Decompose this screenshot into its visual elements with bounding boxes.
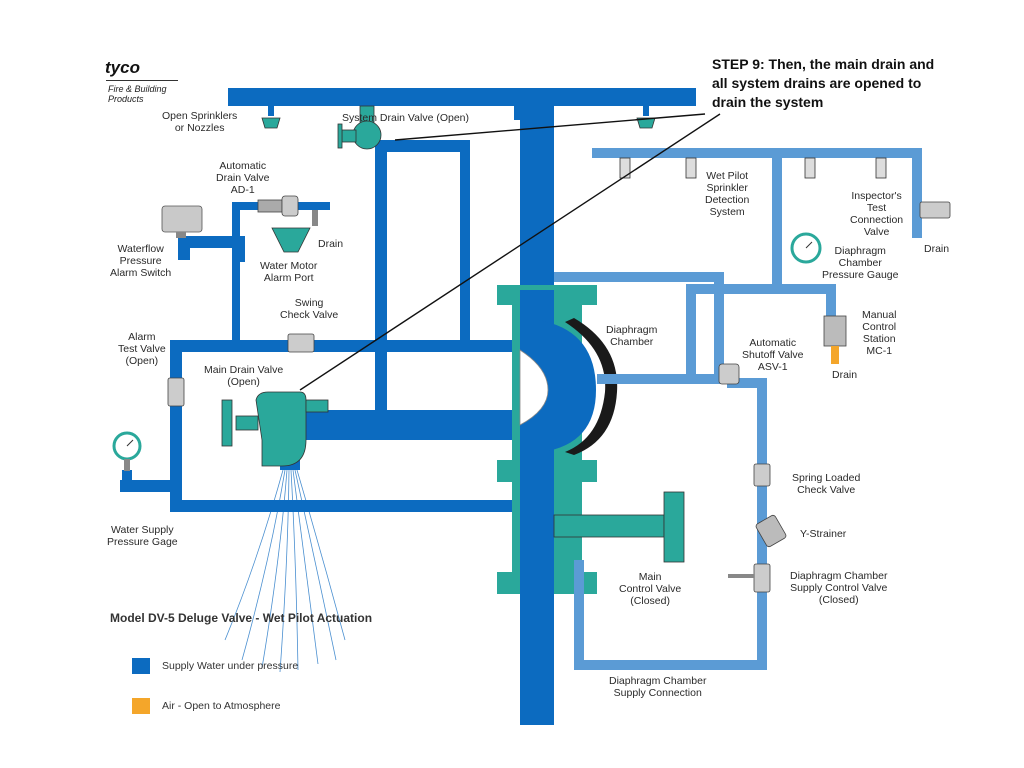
- legend-swatch-air: [132, 698, 150, 714]
- label-main-drain-valve: Main Drain Valve (Open): [204, 364, 284, 388]
- automatic-drain-valve-icon: [257, 195, 318, 226]
- pressure-switch-icon: [161, 205, 203, 238]
- label-manual-control-station: Manual Control Station MC-1: [862, 309, 897, 357]
- pressure-gage-icon: [112, 431, 142, 471]
- main-control-valve-icon: [553, 491, 685, 563]
- label-automatic-drain-valve: Automatic Drain Valve AD-1: [216, 160, 270, 196]
- auto-shutoff-valve-icon: [718, 363, 740, 385]
- label-diaphragm-gauge: Diaphragm Chamber Pressure Gauge: [822, 245, 899, 281]
- label-waterflow-switch: Waterflow Pressure Alarm Switch: [110, 243, 172, 279]
- drain-spray: [224, 469, 346, 673]
- y-strainer-icon: [755, 514, 787, 548]
- legend-label-air: Air - Open to Atmosphere: [162, 700, 281, 712]
- sprinkler-header-pipe: [228, 88, 696, 106]
- diagram-title: Model DV-5 Deluge Valve - Wet Pilot Actu…: [110, 611, 373, 625]
- open-sprinkler-icon: [261, 106, 281, 129]
- inspectors-test-valve-icon: [919, 201, 951, 219]
- supply-control-valve-icon: [728, 563, 771, 593]
- manual-control-station-icon: [823, 315, 847, 364]
- system-drain-valve-icon: [337, 105, 382, 150]
- label-supply-control-valve: Diaphragm Chamber Supply Control Valve (…: [790, 570, 888, 606]
- label-auto-shutoff-valve: Automatic Shutoff Valve ASV-1: [742, 337, 804, 373]
- label-drain-ad1: Drain: [318, 238, 344, 250]
- label-drain-inspector: Drain: [924, 243, 950, 255]
- main-drain-pipe: [280, 410, 520, 470]
- label-water-supply-gage: Water Supply Pressure Gage: [107, 524, 178, 548]
- brand-tagline: Fire & Building Products: [108, 84, 167, 104]
- step-pointer-lines: [299, 113, 721, 391]
- label-water-motor-port: Water Motor Alarm Port: [260, 260, 318, 284]
- label-swing-check-valve: Swing Check Valve: [280, 297, 339, 321]
- label-drain-mc1: Drain: [832, 369, 858, 381]
- open-sprinkler-icon: [636, 106, 656, 129]
- deluge-valve-body: [497, 285, 618, 725]
- brand-logo: tyco: [105, 58, 140, 77]
- label-y-strainer: Y-Strainer: [800, 528, 847, 540]
- spring-check-valve-icon: [753, 463, 771, 487]
- diaphragm-pressure-gauge-icon: [790, 232, 822, 264]
- main-drain-valve-icon: [221, 391, 329, 467]
- label-diaphragm-supply-connection: Diaphragm Chamber Supply Connection: [609, 675, 707, 699]
- water-motor-funnel-icon: [271, 227, 311, 253]
- swing-check-valve-icon: [287, 333, 315, 353]
- label-main-control-valve: Main Control Valve (Closed): [619, 571, 682, 607]
- label-diaphragm-chamber: Diaphragm Chamber: [606, 324, 658, 348]
- label-wet-pilot: Wet Pilot Sprinkler Detection System: [705, 170, 750, 218]
- legend-label-supply: Supply Water under pressure: [162, 660, 299, 672]
- system-drain-pipe: [375, 140, 470, 420]
- pilot-sprinkler-icon: [619, 157, 887, 179]
- brand-rule: [106, 80, 178, 81]
- label-alarm-test-valve: Alarm Test Valve (Open): [118, 331, 166, 367]
- label-inspectors-test: Inspector's Test Connection Valve: [850, 190, 904, 238]
- label-system-drain-valve: System Drain Valve (Open): [342, 112, 470, 124]
- legend-swatch-supply: [132, 658, 150, 674]
- label-spring-check-valve: Spring Loaded Check Valve: [792, 472, 861, 496]
- step-instruction: STEP 9: Then, the main drain and all sys…: [712, 56, 935, 110]
- alarm-test-valve-icon: [167, 377, 185, 407]
- label-open-sprinklers: Open Sprinklers or Nozzles: [162, 110, 238, 134]
